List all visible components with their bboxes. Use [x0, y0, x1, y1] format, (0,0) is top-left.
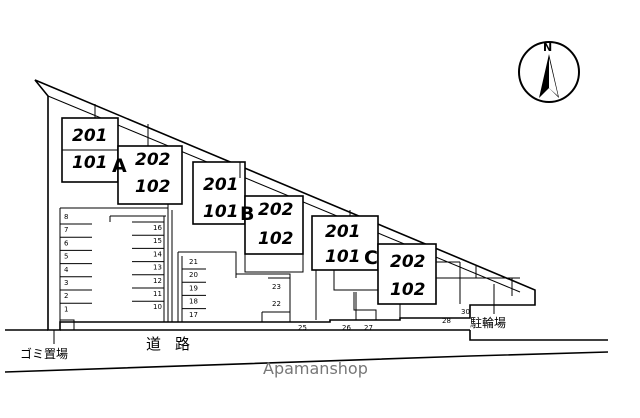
garbage-area: ゴミ置場: [20, 319, 75, 361]
building-a: 201 101 202 102 A: [61, 117, 183, 205]
building-a-room-201: 201: [72, 126, 108, 146]
parking-bottom-numbers: 25 26 27 28 30: [298, 308, 470, 332]
parking-slot-number: 23: [272, 283, 281, 291]
parking-lot-1: 8 7 6 5 4 3 2 1 16 15 14 13 12 11 10: [59, 207, 173, 323]
parking-lot-1-right-numbers: 16 15 14 13 12 11 10: [153, 224, 162, 311]
property-boundary: [34, 79, 536, 331]
parking-slot-number: 8: [64, 213, 68, 221]
parking-slot-number: 26: [342, 324, 351, 332]
bicycle-parking: 駐輪場: [470, 284, 506, 330]
building-c-room-102: 102: [390, 280, 426, 300]
parking-slot-number: 17: [189, 311, 198, 319]
building-c-front-unit: [377, 243, 437, 305]
building-c-room-101: 101: [325, 247, 361, 267]
parking-slot-number: 12: [153, 277, 162, 285]
parking-lot-2-outline: [177, 251, 291, 322]
building-b-back-unit: [192, 161, 246, 225]
building-b-room-102: 102: [258, 229, 294, 249]
parking-lot-1-right-lines: [132, 221, 164, 302]
building-b: 201 101 202 102 B: [192, 161, 304, 255]
parking-lot-1-left-numbers: 8 7 6 5 4 3 2 1: [64, 213, 69, 313]
parking-slot-number: 6: [64, 239, 69, 247]
parking-slot-number: 30: [461, 308, 470, 316]
parking-slot-number: 14: [153, 250, 162, 258]
parking-slot-number: 3: [64, 279, 68, 287]
parking-slot-number: 15: [153, 237, 162, 245]
building-b-room-202: 202: [258, 200, 294, 220]
parking-slot-number: 21: [189, 258, 198, 266]
building-a-label: A: [112, 155, 127, 177]
parking-slot-number: 19: [189, 284, 198, 292]
building-c-back-unit: [311, 215, 379, 271]
building-c-room-202: 202: [390, 252, 426, 272]
road-upper-line: [5, 329, 608, 341]
parking-lot-2: 21 20 19 18 17 23 22: [177, 251, 291, 322]
wall-lines: [94, 104, 520, 320]
parking-lot-2-numbers: 21 20 19 18 17: [189, 258, 198, 319]
parking-slot-number: 11: [153, 290, 162, 298]
parking-slot-number: 27: [364, 324, 373, 332]
parking-slot-number: 16: [153, 224, 162, 232]
parking-slot-number: 2: [64, 292, 68, 300]
building-a-room-101: 101: [72, 153, 108, 173]
building-b-front-unit: [244, 195, 304, 255]
parking-lot-1-outline: [59, 207, 173, 323]
building-c-label: C: [364, 247, 378, 269]
parking-slot-number: 5: [64, 253, 68, 261]
building-a-room-202: 202: [135, 150, 171, 170]
parking-slot-number: 1: [64, 305, 68, 313]
road-lower-line: [4, 351, 609, 373]
parking-slot-number: 25: [298, 324, 307, 332]
parking-lot-2-extra-numbers: 23 22: [272, 283, 281, 308]
north-compass: N: [518, 41, 580, 103]
road-label: 道路: [146, 335, 204, 353]
parking-slot-number: 10: [153, 303, 162, 311]
parking-lot-1-left-lines: [60, 223, 92, 304]
parking-slot-number: 18: [189, 298, 198, 306]
garbage-box: [59, 319, 75, 331]
bicycle-label: 駐輪場: [470, 315, 506, 330]
compass-arrow-highlight-icon: [549, 58, 558, 96]
inner-boundary: [47, 95, 521, 293]
parking-slot-number: 7: [64, 226, 68, 234]
building-c-room-201: 201: [325, 222, 361, 242]
parking-slot-number: 28: [442, 317, 451, 325]
watermark: Apamanshop: [263, 359, 368, 378]
compass-north-label: N: [543, 41, 552, 54]
parking-slot-number: 4: [64, 266, 69, 274]
building-b-label: B: [240, 203, 254, 225]
building-b-room-201: 201: [203, 175, 239, 195]
parking-slot-number: 20: [189, 271, 198, 279]
building-a-room-102: 102: [135, 177, 171, 197]
building-b-room-101: 101: [203, 202, 239, 222]
parking-slot-number: 22: [272, 300, 281, 308]
parking-lot-2-lines: [182, 268, 206, 310]
garbage-label: ゴミ置場: [20, 346, 68, 361]
parking-slot-number: 13: [153, 264, 162, 272]
building-c: 201 101 202 102 C: [311, 215, 437, 305]
